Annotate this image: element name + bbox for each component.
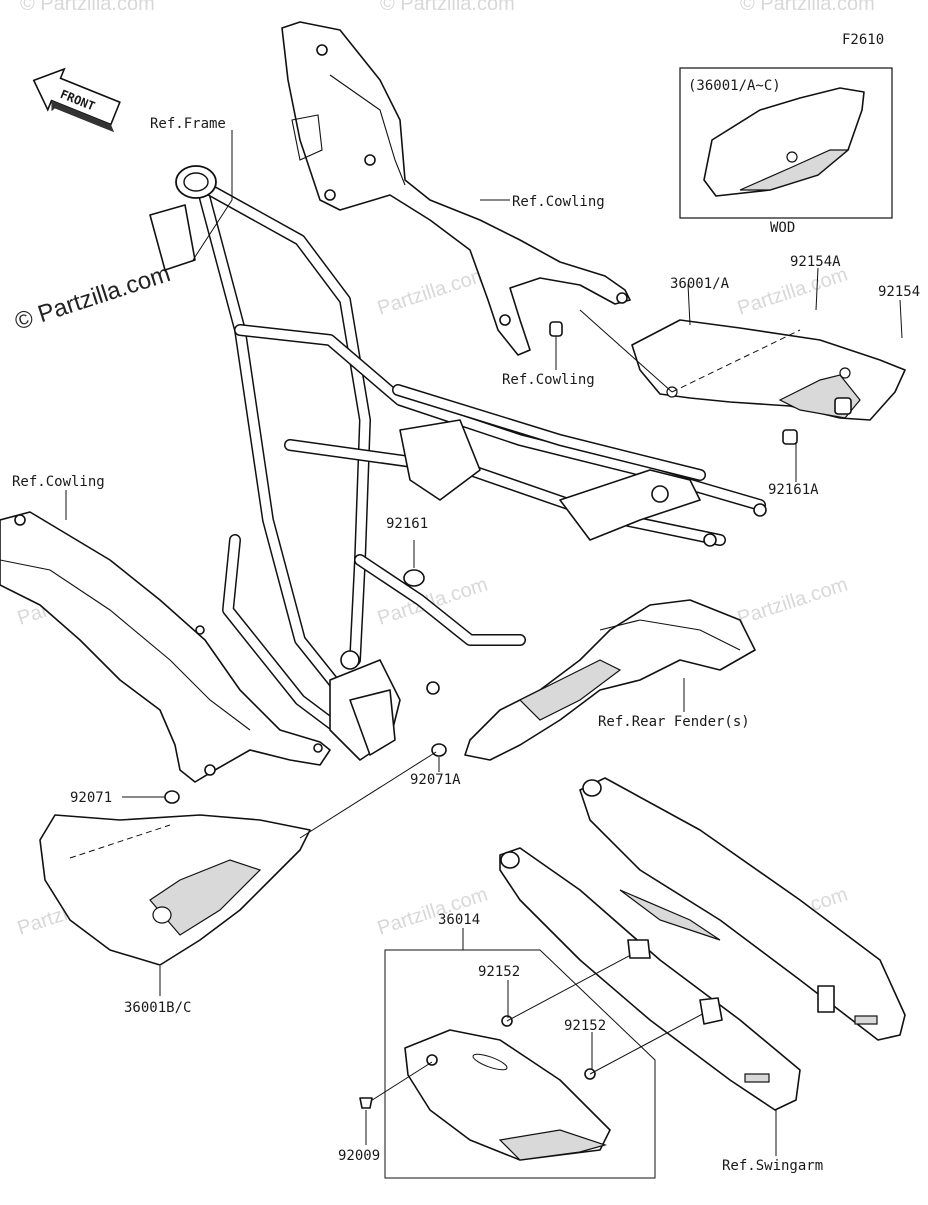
- bracket-lines: [65, 130, 903, 1179]
- label-ref-cowling-left: Ref.Cowling: [12, 474, 105, 490]
- label-92154a: 92154A: [790, 254, 841, 270]
- upper-cowling: [281, 21, 631, 356]
- label-92009: 92009: [338, 1148, 380, 1164]
- label-ref-rear-fender: Ref.Rear Fender(s): [598, 714, 750, 730]
- chain-guard-36014: [359, 939, 723, 1161]
- label-36014: 36014: [438, 912, 480, 928]
- label-92161a: 92161A: [768, 482, 819, 498]
- label-92152-b: 92152: [564, 1018, 606, 1034]
- main-frame: [149, 165, 767, 761]
- side-cover-shade: [739, 149, 850, 191]
- watermark-text: © Partzilla.com: [740, 0, 875, 15]
- front-arrow-icon: FRONT: [32, 67, 121, 133]
- inset-caption: WOD: [770, 220, 795, 236]
- label-36001bc: 36001B/C: [124, 1000, 191, 1016]
- side-cover-36001a: [631, 319, 906, 445]
- watermark-text: Partzilla.com: [735, 263, 851, 319]
- inset-title: (36001/A~C): [688, 78, 781, 94]
- part-labels: Ref.Frame Ref.Cowling Ref.Cowling Ref.Co…: [12, 116, 920, 1174]
- cowling-collar: [549, 321, 563, 337]
- watermark-text: © Partzilla.com: [380, 0, 515, 15]
- watermark-text: Partzilla.com: [375, 263, 491, 319]
- rear-fender: [464, 599, 756, 761]
- grommet-92071a: [431, 743, 447, 757]
- label-92161: 92161: [386, 516, 428, 532]
- swingarm: [499, 777, 906, 1111]
- grommet-92161: [403, 569, 425, 587]
- left-cowling: [0, 511, 331, 783]
- label-92152-a: 92152: [478, 964, 520, 980]
- label-ref-frame: Ref.Frame: [150, 116, 226, 132]
- label-92154: 92154: [878, 284, 920, 300]
- label-ref-swingarm: Ref.Swingarm: [722, 1158, 823, 1174]
- inset-box: (36001/A~C) WOD: [679, 67, 893, 236]
- label-92071: 92071: [70, 790, 112, 806]
- label-92071a: 92071A: [410, 772, 461, 788]
- watermark-main: © Partzilla.com: [12, 260, 174, 336]
- grommet-92071: [164, 790, 180, 804]
- label-36001a: 36001/A: [670, 276, 730, 292]
- label-ref-cowling-mid: Ref.Cowling: [502, 372, 595, 388]
- diagram-code: F2610: [842, 32, 884, 48]
- side-cover-36001bc: [39, 743, 447, 966]
- watermark-text: Partzilla.com: [735, 573, 851, 629]
- watermark-text: © Partzilla.com: [20, 0, 155, 15]
- label-ref-cowling-top: Ref.Cowling: [512, 194, 605, 210]
